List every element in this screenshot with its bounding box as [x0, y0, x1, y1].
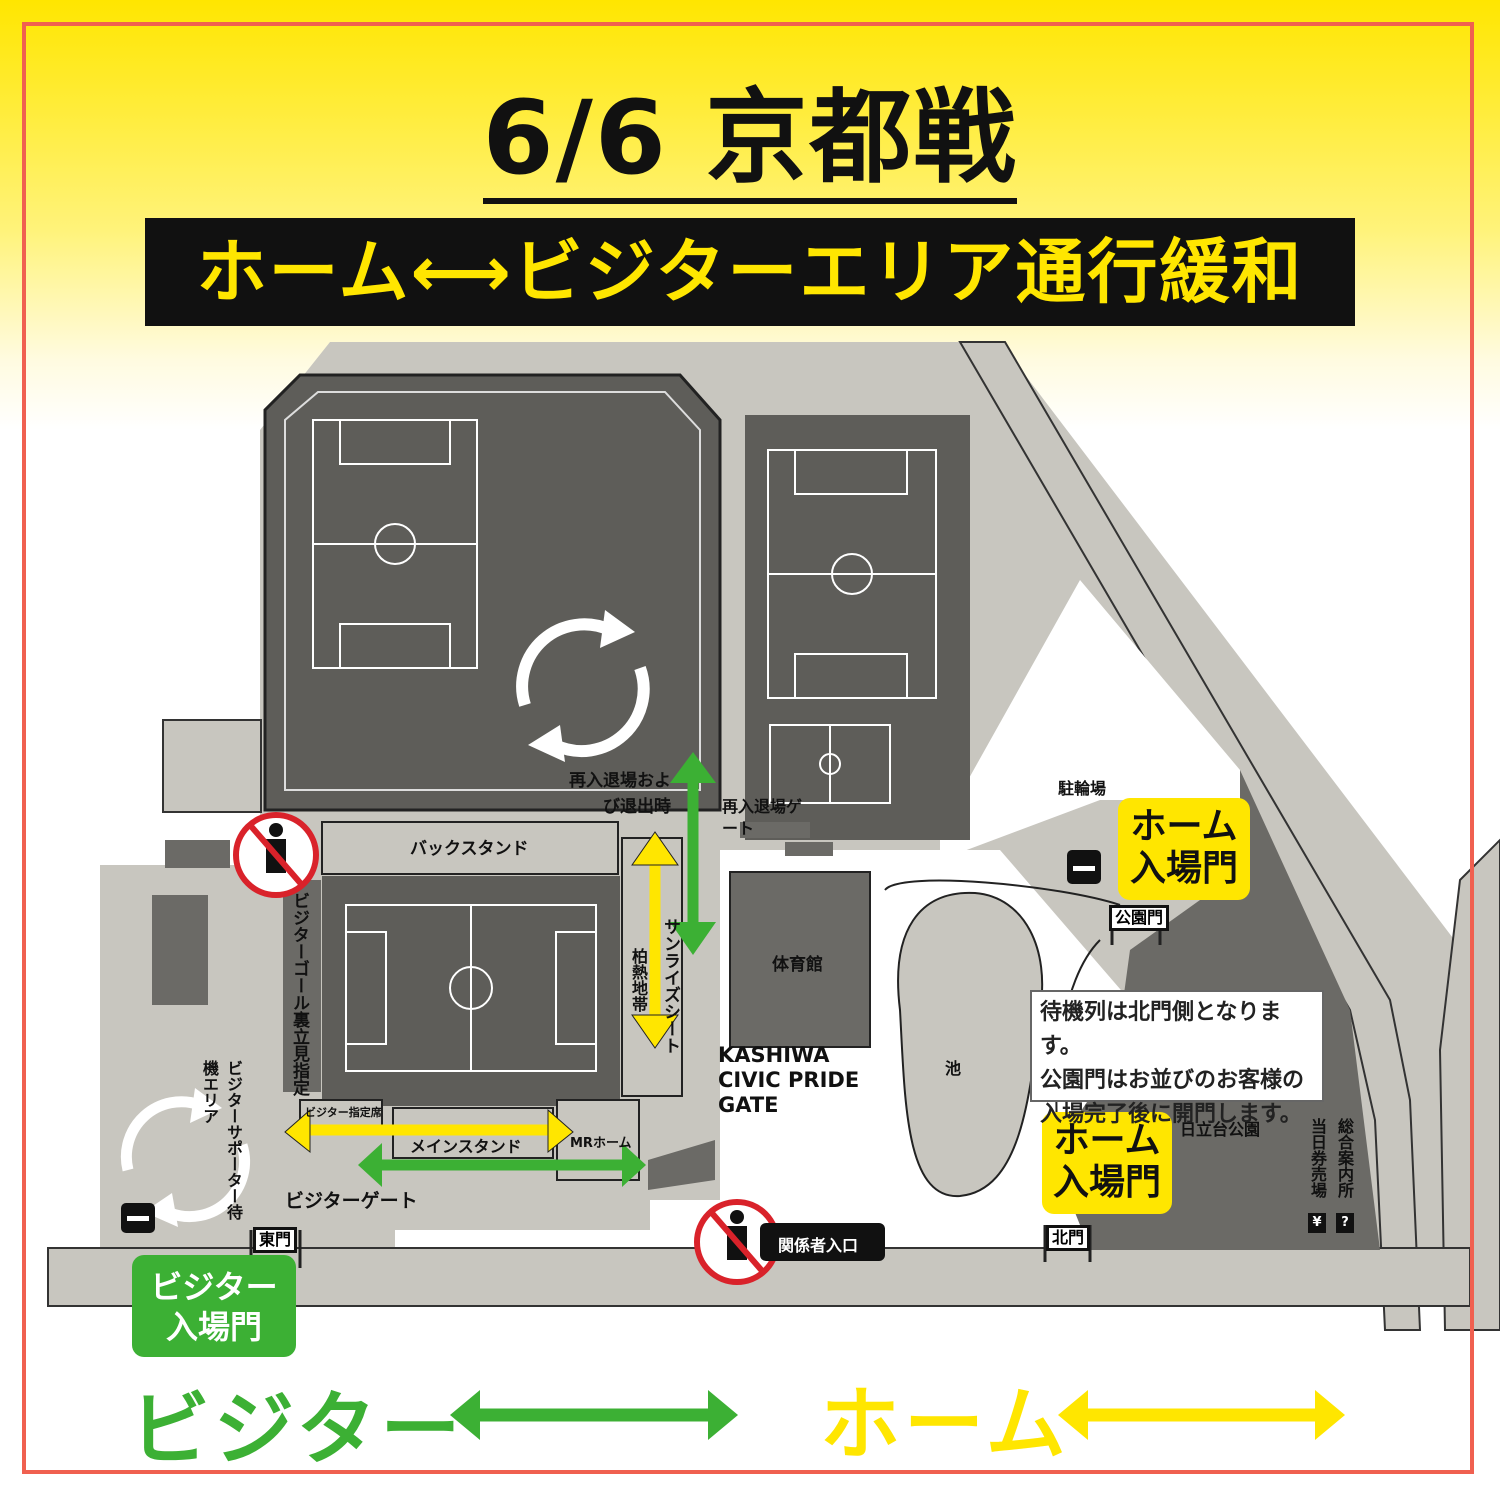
green-arrows [372, 772, 699, 1171]
info-center-label: 総合案内所 [1335, 1118, 1354, 1198]
reentry-gate-label: 再入退場ゲート [722, 797, 803, 838]
gym-block [729, 871, 871, 1048]
legend-home-arrow [1058, 1390, 1345, 1440]
legend-home: ホーム [820, 1378, 1070, 1471]
kashiwa-gate-label: KASHIWA CIVIC PRIDE GATE [718, 1043, 860, 1117]
left-building [162, 719, 262, 813]
no-entry-icon [233, 812, 319, 898]
page-title: 6/6 京都戦 [0, 80, 1500, 204]
east-gate-label: 東門 [253, 1227, 298, 1253]
mr-home-label: MRホーム [570, 1136, 632, 1151]
kashiwa-seat-label: 柏熱地帯 [629, 948, 648, 1012]
sunrise-seat-label: サンライズシート [660, 918, 680, 1054]
waiting-line-notice: 待機列は北門側となります。 公園門はお並びのお客様の 入場完了後に開門します。 [1030, 990, 1324, 1127]
question-icon: ? [1336, 1213, 1354, 1233]
back-stand-label: バックスタンド [410, 839, 529, 859]
ticket-booth-label: 当日券売場 [1308, 1118, 1327, 1198]
second-pitch [745, 415, 970, 840]
reentry-exit-label: 再入退場および退出時 [569, 771, 671, 817]
north-gate-label: 北門 [1046, 1225, 1091, 1251]
legend-visitor: ビジター [130, 1383, 465, 1476]
stadium-pitch [345, 904, 597, 1072]
north-pitch [312, 419, 478, 669]
area-banner: ホーム⟷ビジターエリア通行緩和 [145, 218, 1355, 326]
diagonal-road [958, 341, 1422, 1331]
home-gate-badge-top: ホーム 入場門 [1118, 798, 1250, 900]
bike-lot-area [940, 580, 1240, 860]
home-gate-badge-bottom: ホーム 入場門 [1042, 1112, 1172, 1214]
rotate-arrows-icon [516, 618, 650, 757]
training-ground [263, 373, 722, 812]
pond [897, 891, 1044, 1198]
visitor-reserved-label: ビジター指定席 [305, 1106, 382, 1119]
main-stand-label: メインスタンド [410, 1137, 522, 1156]
smoking-area-icon [121, 1203, 155, 1233]
visitor-goal-label: ビジターゴール裏立見指定 [289, 892, 309, 1096]
yellow-arrows [299, 854, 661, 1136]
visitor-gate-badge: ビジター 入場門 [132, 1255, 296, 1357]
staff-entrance-bar [760, 1223, 885, 1261]
legend-visitor-arrow [450, 1390, 738, 1440]
park-gate-label: 公園門 [1109, 905, 1170, 931]
no-entry-icon [694, 1199, 780, 1285]
visitor-gate-label: ビジターゲート [285, 1190, 418, 1212]
staff-entrance-label: 関係者入口 [778, 1236, 859, 1255]
smoking-area-icon [1067, 850, 1101, 884]
rotate-arrows-icon-visitor [120, 1096, 251, 1223]
visitor-standing-block [283, 880, 321, 1092]
bicycle-parking-label: 駐輪場 [1058, 779, 1107, 798]
pond-label: 池 [945, 1059, 962, 1078]
gym-label: 体育館 [772, 955, 823, 975]
yen-icon: ¥ [1308, 1213, 1326, 1233]
left-block [152, 895, 208, 1005]
park-label: 日立台公園 [1180, 1120, 1261, 1139]
back-stand-block [321, 821, 619, 875]
visitor-waiting-label: ビジターサポーター待機エリア [200, 1060, 243, 1220]
